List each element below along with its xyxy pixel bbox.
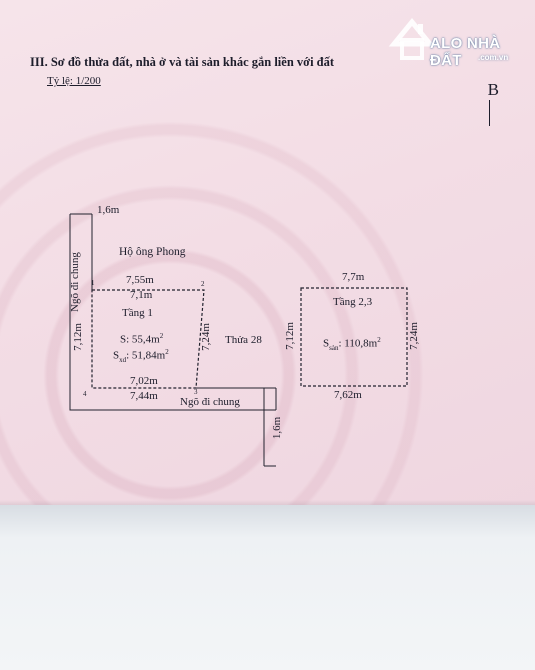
dim-top-outer: 7,55m	[126, 274, 154, 286]
road-left-label: Ngõ đi chung	[69, 252, 81, 312]
dim-bottom-outer: 7,44m	[130, 390, 158, 402]
dim-top-access: 1,6m	[97, 204, 120, 216]
scale-label: Tỷ lệ: 1/200	[47, 75, 101, 87]
upper-dim-left: 7,12m	[284, 322, 296, 350]
upper-dim-right: 7,24m	[408, 322, 420, 350]
road-bottom-label: Ngõ đi chung	[180, 396, 240, 408]
build-area-label: Sxd: 51,84m2	[113, 348, 169, 364]
alley-boundary-line	[69, 214, 276, 411]
upper-floor-label: Tầng 2,3	[333, 296, 373, 308]
brand-name: ALO NHÀ ĐẤT	[430, 35, 501, 69]
plot-boundary	[91, 289, 205, 389]
certificate-sheet	[0, 0, 535, 520]
brand-domain: .com.vn	[478, 53, 509, 62]
brand-logo-icon	[388, 18, 436, 60]
north-arrow-label: B	[487, 80, 499, 99]
dim-left: 7,12m	[72, 323, 84, 351]
floor-1-label: Tầng 1	[122, 307, 153, 319]
dim-right-access: 1,6m	[271, 416, 283, 440]
land-area-label: S: 55,4m2	[120, 332, 164, 346]
north-arrow-icon	[489, 100, 490, 126]
upper-area-label: Ssàn: 110,8m2	[323, 336, 381, 352]
dim-right: 7,24m	[200, 323, 212, 351]
upper-dim-top: 7,7m	[342, 271, 365, 283]
neighbor-right-label: Thửa 28	[225, 334, 262, 346]
paper-lower-area	[0, 505, 535, 670]
dim-top-inner: 7,1m	[130, 289, 153, 301]
corner-2-label: 2	[201, 280, 205, 288]
corner-3-label: 3	[194, 388, 198, 396]
corner-4-label: 4	[83, 390, 87, 398]
upper-floor-boundary	[300, 287, 408, 387]
corner-1-label: 1	[91, 279, 95, 287]
neighbor-top-label: Hộ ông Phong	[119, 246, 186, 258]
section-title: III. Sơ đồ thửa đất, nhà ở và tài sản kh…	[30, 55, 335, 69]
dim-bottom-inner: 7,02m	[130, 375, 158, 387]
upper-dim-bottom: 7,62m	[334, 389, 362, 401]
